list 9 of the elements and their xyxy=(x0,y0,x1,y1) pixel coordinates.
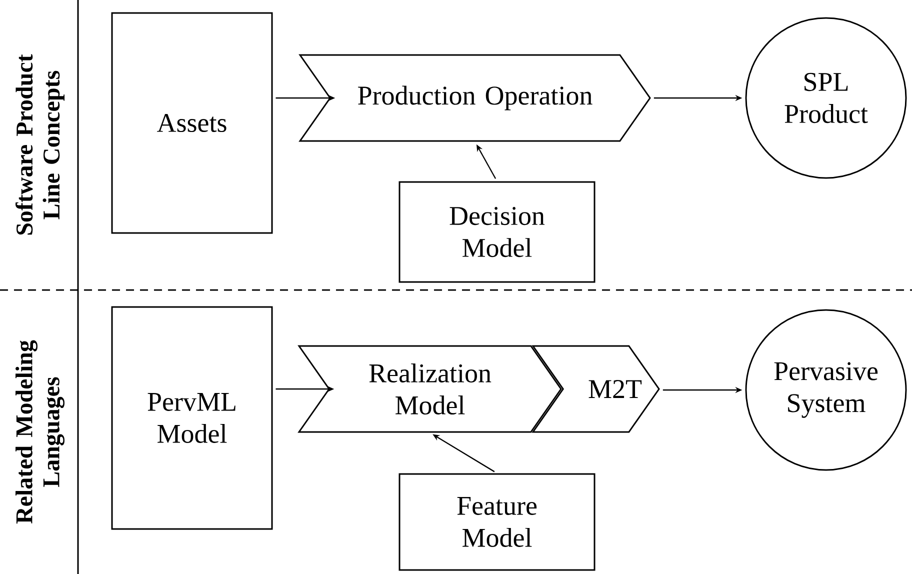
chevron-step: M2T xyxy=(532,345,660,433)
process-box: Feature Model xyxy=(398,473,596,571)
chevron-step: Realization Model xyxy=(298,345,562,433)
section-label: Related Modeling Languages xyxy=(16,340,64,524)
process-box: Decision Model xyxy=(398,181,596,283)
chevron-step: Production Operation xyxy=(298,54,651,142)
process-box: PervML Model xyxy=(111,306,273,530)
section-label: Software Product Line Concepts xyxy=(16,54,64,235)
process-box: Assets xyxy=(111,12,273,234)
